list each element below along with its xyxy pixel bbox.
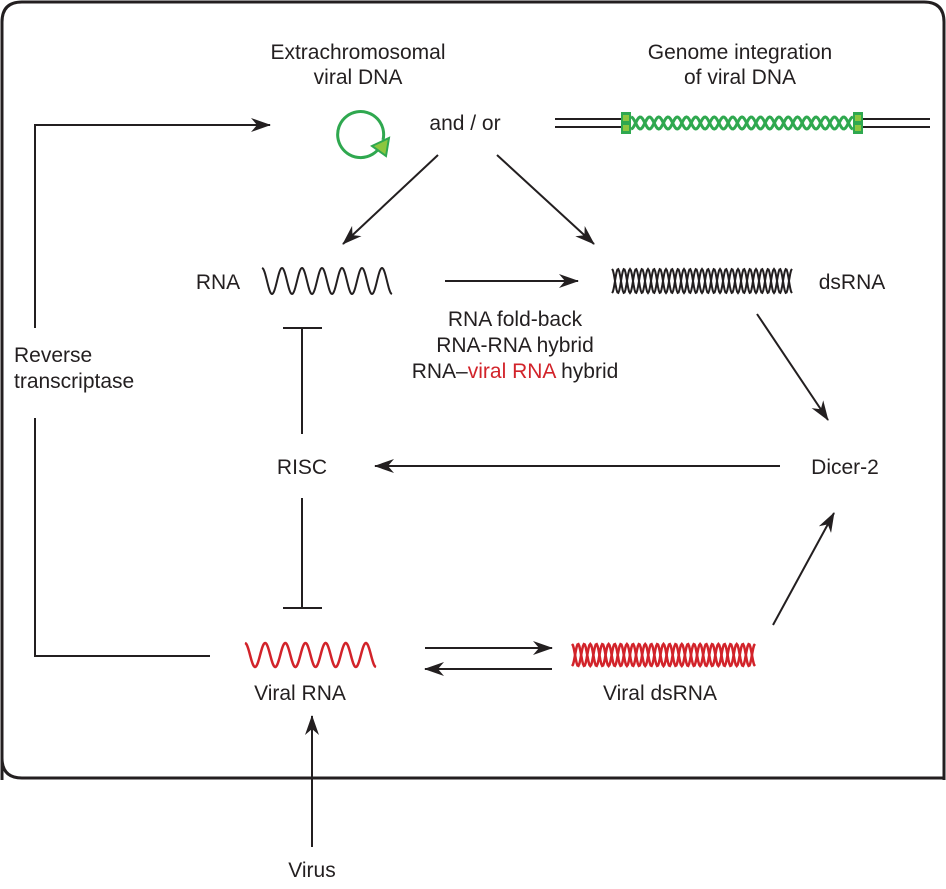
label-rna-viral-suffix: hybrid bbox=[555, 360, 619, 383]
arrow-andor-to-dsrna bbox=[496, 154, 595, 245]
reverse-transcriptase-path-top bbox=[34, 118, 271, 328]
label-genome-integration-line2: of viral DNA bbox=[683, 66, 797, 89]
label-extrachromosomal: Extrachromosomal viral DNA bbox=[238, 40, 478, 90]
viral-dsrna-helix-strand-icon bbox=[571, 641, 756, 669]
viral-rna-wave-icon bbox=[244, 641, 377, 669]
label-virus: Virus bbox=[288, 859, 336, 882]
label-reverse-transcriptase: Reverse transcriptase bbox=[14, 343, 134, 395]
circular-dna-icon bbox=[336, 110, 391, 160]
label-genome-integration: Genome integration of viral DNA bbox=[630, 40, 850, 90]
label-extrachromosomal-line1: Extrachromosomal bbox=[270, 41, 446, 64]
label-rna: RNA bbox=[195, 271, 241, 294]
label-viral-dsrna: Viral dsRNA bbox=[603, 682, 717, 705]
label-and-or: and / or bbox=[429, 112, 501, 135]
label-dsrna: dsRNA bbox=[818, 271, 886, 294]
arrow-dsrna-to-dicer bbox=[756, 313, 829, 421]
viral-dsrna-helix-icon bbox=[571, 641, 756, 669]
label-reverse-line1: Reverse bbox=[14, 344, 93, 367]
reverse-transcriptase-path-bottom bbox=[34, 418, 210, 657]
label-rna-rna-hybrid: RNA-RNA hybrid bbox=[436, 334, 594, 357]
label-dicer-2: Dicer-2 bbox=[811, 456, 879, 479]
dsrna-helix-strand-icon bbox=[611, 267, 793, 295]
label-pathways: RNA fold-back RNA-RNA hybrid RNA–viral R… bbox=[395, 307, 635, 385]
label-extrachromosomal-line2: viral DNA bbox=[313, 66, 403, 89]
label-viral-rna: Viral RNA bbox=[254, 682, 346, 705]
arrow-andor-to-rna bbox=[342, 154, 439, 245]
label-viral-rna-highlight: viral RNA bbox=[467, 360, 556, 383]
integrated-dna-icon bbox=[555, 112, 930, 134]
label-rna-viral-rna-hybrid: RNA–viral RNA hybrid bbox=[395, 359, 635, 385]
label-genome-integration-line1: Genome integration bbox=[647, 41, 833, 64]
arrow-viral-dsrna-to-dicer bbox=[772, 512, 835, 626]
label-fold-back: RNA fold-back bbox=[447, 308, 583, 331]
label-reverse-line2: transcriptase bbox=[14, 370, 135, 393]
dsrna-helix-icon bbox=[611, 267, 793, 295]
cell-boundary bbox=[0, 0, 946, 780]
label-rna-viral-prefix: RNA– bbox=[411, 360, 468, 383]
label-risc: RISC bbox=[276, 456, 328, 479]
rna-wave-icon bbox=[261, 266, 393, 296]
